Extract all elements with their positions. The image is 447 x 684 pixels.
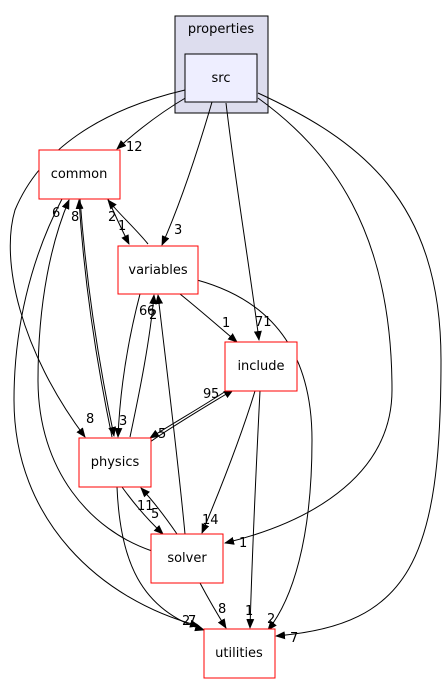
edge-include-utilities xyxy=(246,390,261,629)
edge-variables-common xyxy=(107,199,149,245)
edge-physics-include xyxy=(149,389,234,443)
node-physics[interactable]: physics xyxy=(78,437,152,488)
edge-include-physics xyxy=(149,390,227,439)
edge-label-src-include: 71 xyxy=(255,315,272,330)
edge-common-utilities xyxy=(13,198,200,628)
node-utilities-label: utilities xyxy=(215,646,263,661)
edge-solver-common xyxy=(37,199,153,552)
edge-src-utilities xyxy=(257,92,442,640)
node-common[interactable]: common xyxy=(38,149,121,200)
node-src-box xyxy=(184,53,258,103)
edge-label-solver-variables: 6 xyxy=(147,304,155,319)
edge-solver-physics xyxy=(140,487,178,535)
edge-label-include-physics: 5 xyxy=(158,427,166,442)
node-src-label: src xyxy=(212,71,231,86)
edge-label-solver-include: 5 xyxy=(211,387,219,402)
node-include-label: include xyxy=(237,359,284,374)
edge-label-solver-common: 6 xyxy=(52,206,60,221)
edge-label-solver-utilities: 8 xyxy=(218,602,226,617)
edge-label-variables-utilities: 2 xyxy=(267,612,275,627)
edge-variables-include xyxy=(179,293,238,343)
edge-label-physics-include: 9 xyxy=(203,387,211,402)
edge-label-include-utilities: 1 xyxy=(245,604,253,619)
edge-label-variables-common: 2 xyxy=(108,210,116,225)
edge-src-common xyxy=(116,96,188,150)
edge-label-src-variables: 3 xyxy=(174,223,182,238)
edge-src-variables xyxy=(161,101,213,246)
edge-label-physics-variables: 6 xyxy=(139,304,147,319)
edge-physics-variables xyxy=(129,294,158,438)
edge-label-include-solver: 14 xyxy=(202,513,219,528)
edge-physics-utilities xyxy=(116,486,205,632)
node-common-box xyxy=(38,149,121,200)
edge-label-common-physics: 3 xyxy=(119,414,127,429)
node-variables-label: variables xyxy=(128,263,187,278)
node-solver-box xyxy=(150,533,224,584)
edge-label-variables-physics: 2 xyxy=(149,308,157,323)
edge-label-src-common: 12 xyxy=(126,140,143,155)
edge-label-variables-include: 1 xyxy=(222,316,230,331)
node-variables[interactable]: variables xyxy=(117,245,199,295)
node-include-box xyxy=(224,341,298,392)
node-utilities-box xyxy=(203,628,276,679)
edge-label-common-variables: 1 xyxy=(118,219,126,234)
edge-label-src-utilities: 7 xyxy=(290,631,298,646)
edge-label-src-solver: 1 xyxy=(239,536,247,551)
node-utilities[interactable]: utilities xyxy=(203,628,276,679)
edges xyxy=(9,89,442,640)
edge-src-include xyxy=(225,102,262,341)
edge-solver-variables xyxy=(155,294,186,535)
cluster-properties-label: properties xyxy=(188,22,255,37)
edge-variables-physics xyxy=(114,293,141,438)
node-physics-label: physics xyxy=(91,455,140,470)
edge-label-physics-solver: 11 xyxy=(137,499,154,514)
edge-variables-utilities xyxy=(196,279,313,631)
edge-label-physics-common: 8 xyxy=(71,210,79,225)
edge-common-physics xyxy=(79,198,117,437)
edge-physics-solver xyxy=(121,486,164,535)
edge-label-src-physics: 8 xyxy=(86,412,94,427)
node-solver[interactable]: solver xyxy=(150,533,224,584)
edge-include-solver xyxy=(201,390,256,534)
edge-labels: 12 3 71 1 7 8 1 2 3 2 8 6 1 2 6 6 2 5 9 … xyxy=(52,140,298,646)
node-solver-label: solver xyxy=(167,551,207,566)
edge-src-solver xyxy=(224,97,393,545)
edge-physics-common xyxy=(75,199,113,438)
edge-label-common-utilities: 2 xyxy=(182,614,190,629)
node-src[interactable]: src xyxy=(184,53,258,103)
node-common-label: common xyxy=(51,167,108,182)
node-include[interactable]: include xyxy=(224,341,298,392)
node-variables-box xyxy=(117,245,199,295)
node-physics-box xyxy=(78,437,152,488)
edge-label-physics-utilities: 7 xyxy=(188,614,196,629)
edge-label-solver-physics: 5 xyxy=(151,507,159,522)
edge-solver-utilities xyxy=(199,582,227,629)
